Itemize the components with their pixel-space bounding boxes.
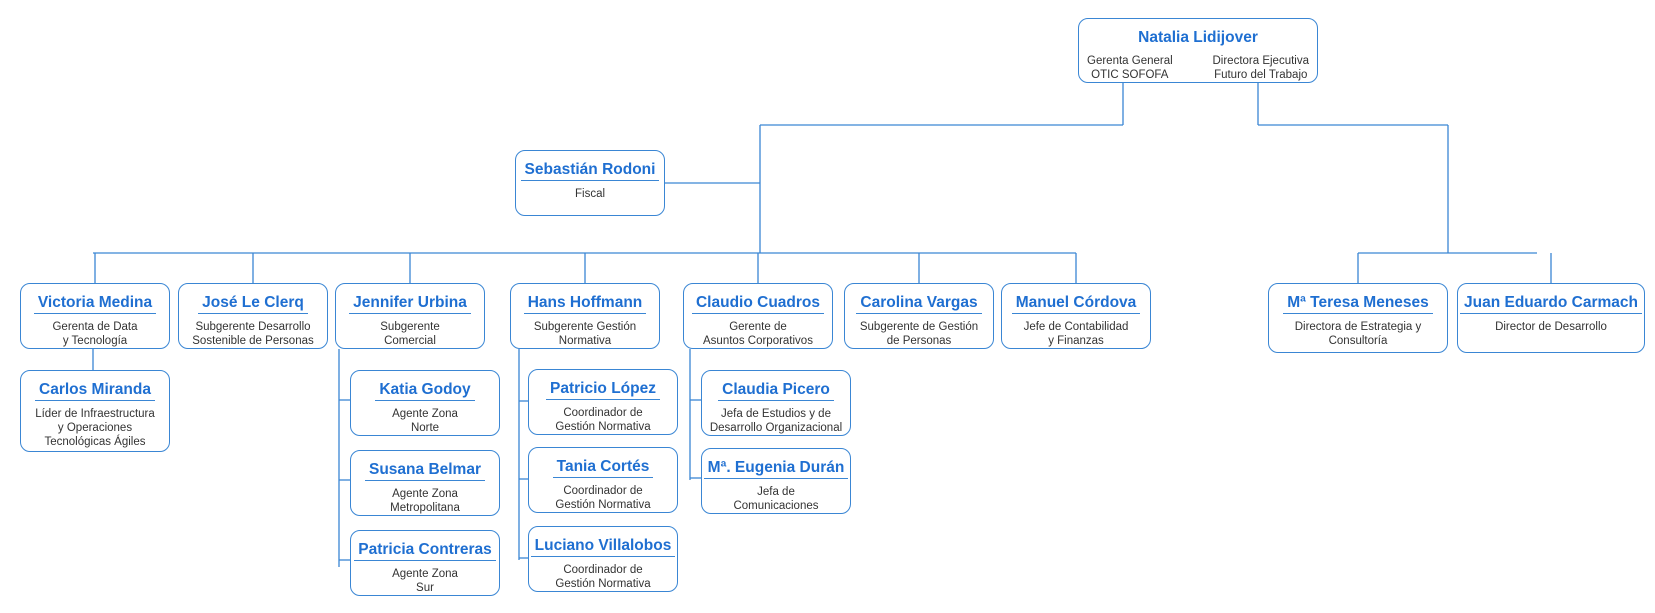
person-role: Gerenta General OTIC SOFOFA <box>1087 55 1173 81</box>
person-role: Jefe de Contabilidad y Finanzas <box>1023 321 1129 347</box>
person-name: Mª. Eugenia Durán <box>703 459 849 479</box>
person-name: Patricio López <box>546 380 660 400</box>
person-name: Natalia Lidijover <box>1138 29 1258 46</box>
person-name: Victoria Medina <box>33 294 157 314</box>
person-role: Directora Ejecutiva Futuro del Trabajo <box>1212 55 1309 81</box>
person-name: Mª Teresa Meneses <box>1283 294 1433 314</box>
person-role: Director de Desarrollo <box>1495 321 1607 333</box>
person-role: Agente Zona Sur <box>392 568 458 594</box>
person-name: Patricia Contreras <box>354 541 496 561</box>
person-role: Subgerente de Gestión de Personas <box>859 321 979 347</box>
person-role: Coordinador de Gestión Normativa <box>555 564 651 590</box>
person-role: Jefa de Estudios y de Desarrollo Organiz… <box>709 408 843 434</box>
person-role: Gerenta de Data y Tecnología <box>52 321 138 347</box>
person-name: Tania Cortés <box>552 458 654 478</box>
person-name: José Le Clerq <box>198 294 308 314</box>
person-name: Hans Hoffmann <box>523 294 647 314</box>
person-name: Juan Eduardo Carmach <box>1460 294 1642 314</box>
person-role: Líder de Infraestructura y Operaciones T… <box>35 408 155 448</box>
person-name: Susana Belmar <box>365 461 485 481</box>
person-name: Jennifer Urbina <box>349 294 471 314</box>
person-name: Katia Godoy <box>375 381 475 401</box>
person-name: Claudia Picero <box>718 381 834 401</box>
person-role: Fiscal <box>574 188 606 200</box>
person-role: Subgerente Comercial <box>380 321 440 347</box>
person-role: Directora de Estrategia y Consultoría <box>1294 321 1422 347</box>
person-role: Gerente de Asuntos Corporativos <box>703 321 813 347</box>
person-name: Luciano Villalobos <box>530 537 676 557</box>
person-role: Subgerente Desarrollo Sostenible de Pers… <box>192 321 314 347</box>
person-role: Agente Zona Norte <box>392 408 458 434</box>
person-role: Agente Zona Metropolitana <box>390 488 460 514</box>
person-name: Claudio Cuadros <box>691 294 824 314</box>
person-name: Manuel Córdova <box>1011 294 1141 314</box>
person-name: Carolina Vargas <box>856 294 982 314</box>
person-name: Sebastián Rodoni <box>520 161 660 181</box>
person-name: Carlos Miranda <box>35 381 155 401</box>
person-role: Coordinador de Gestión Normativa <box>555 407 651 433</box>
person-role: Jefa de Comunicaciones <box>733 486 819 512</box>
person-role: Subgerente Gestión Normativa <box>533 321 637 347</box>
person-role: Coordinador de Gestión Normativa <box>555 485 651 511</box>
